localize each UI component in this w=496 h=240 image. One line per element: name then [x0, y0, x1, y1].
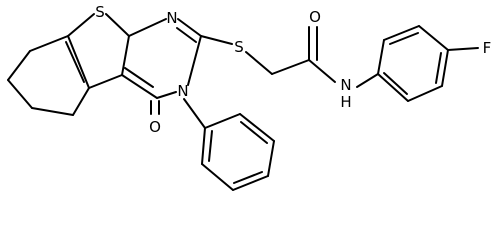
bond — [245, 51, 273, 75]
bond — [201, 163, 234, 191]
bond — [239, 113, 275, 142]
bond — [121, 35, 130, 76]
atom-s-thioether: S — [234, 38, 244, 56]
bond — [183, 98, 206, 129]
bond — [200, 35, 233, 45]
bond — [67, 35, 90, 89]
bond — [88, 74, 123, 89]
bond — [356, 73, 379, 88]
bond — [204, 113, 241, 129]
bonds — [7, 13, 479, 191]
bond — [201, 127, 206, 165]
bond — [208, 130, 213, 162]
bond — [176, 27, 197, 43]
bond — [308, 59, 336, 83]
bond — [447, 47, 479, 51]
bond — [7, 50, 31, 81]
bond — [377, 73, 409, 102]
bond — [121, 74, 158, 99]
atom-o-lactam: O — [149, 118, 161, 136]
bond — [377, 39, 385, 75]
atom-n-ring: N — [166, 9, 177, 27]
bond — [187, 35, 202, 86]
bond — [67, 13, 95, 37]
atom-h-amide: H — [340, 93, 351, 111]
bond — [177, 18, 202, 37]
bond — [441, 49, 449, 87]
bond — [389, 32, 419, 45]
bond — [29, 35, 69, 52]
bond — [267, 140, 275, 177]
atom-s-thiophene: S — [95, 3, 105, 21]
bond — [105, 13, 130, 37]
atom-o-amide: O — [309, 8, 321, 26]
bond — [156, 91, 177, 99]
chemical-structure: S N N O S O N H F — [7, 3, 491, 191]
atom-n-amide: N — [340, 76, 351, 94]
bond — [407, 85, 443, 102]
bond — [418, 25, 449, 51]
bond — [65, 41, 85, 83]
bond — [232, 175, 269, 191]
bond — [383, 25, 420, 41]
bond — [124, 67, 154, 88]
bond — [128, 18, 167, 37]
bond — [72, 87, 90, 116]
atom-f: F — [483, 39, 492, 57]
bond — [7, 79, 33, 109]
bond — [271, 59, 310, 75]
atom-n-amide-ring: N — [177, 82, 188, 100]
atom-labels: S N N O S O N H F — [95, 3, 491, 136]
bond — [435, 52, 442, 84]
bond — [383, 72, 408, 95]
bond — [240, 121, 268, 144]
bond — [31, 107, 74, 116]
bond — [233, 171, 263, 184]
